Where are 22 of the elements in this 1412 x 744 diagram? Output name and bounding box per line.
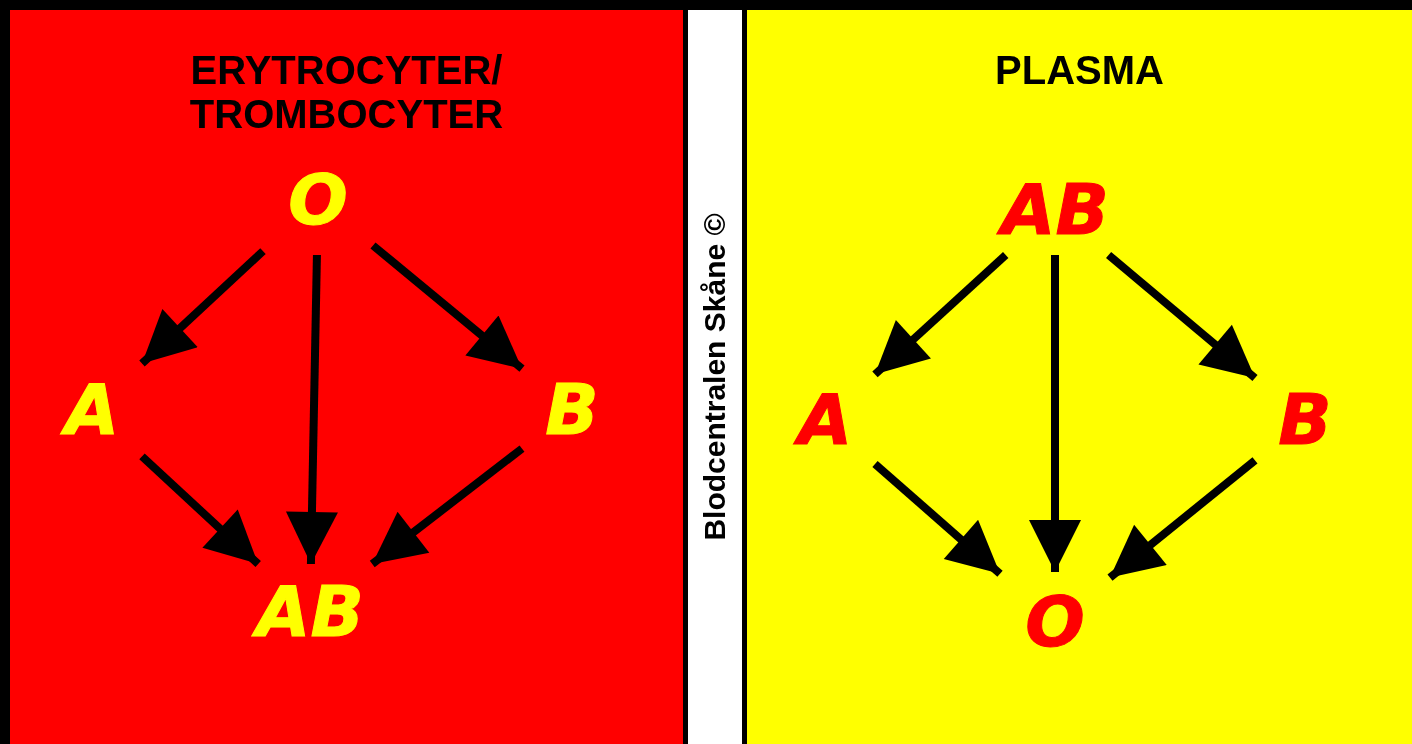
arrow bbox=[369, 445, 525, 568]
blood-group-label: A bbox=[42, 355, 142, 465]
blood-group-label: B bbox=[522, 355, 622, 465]
panel-title: ERYTROCYTER/ TROMBOCYTER bbox=[188, 48, 505, 136]
panel-title: PLASMA bbox=[994, 48, 1165, 92]
panel bbox=[10, 10, 683, 744]
blood-group-label: A bbox=[775, 365, 875, 475]
arrow bbox=[139, 248, 266, 367]
arrow bbox=[872, 252, 1009, 378]
arrow bbox=[139, 453, 261, 567]
copyright-text: Blodcentralen Skåne © bbox=[698, 213, 732, 541]
arrow bbox=[1107, 457, 1258, 581]
blood-group-label: B bbox=[1255, 365, 1355, 475]
arrow bbox=[872, 460, 1003, 577]
arrow bbox=[285, 254, 338, 565]
arrow bbox=[1106, 251, 1258, 382]
blood-group-label: O bbox=[263, 145, 373, 255]
blood-group-label: O bbox=[1000, 572, 1110, 672]
panel bbox=[747, 10, 1412, 744]
blood-group-label: AB bbox=[240, 564, 380, 660]
arrow bbox=[370, 242, 525, 372]
blood-group-label: AB bbox=[980, 165, 1130, 255]
